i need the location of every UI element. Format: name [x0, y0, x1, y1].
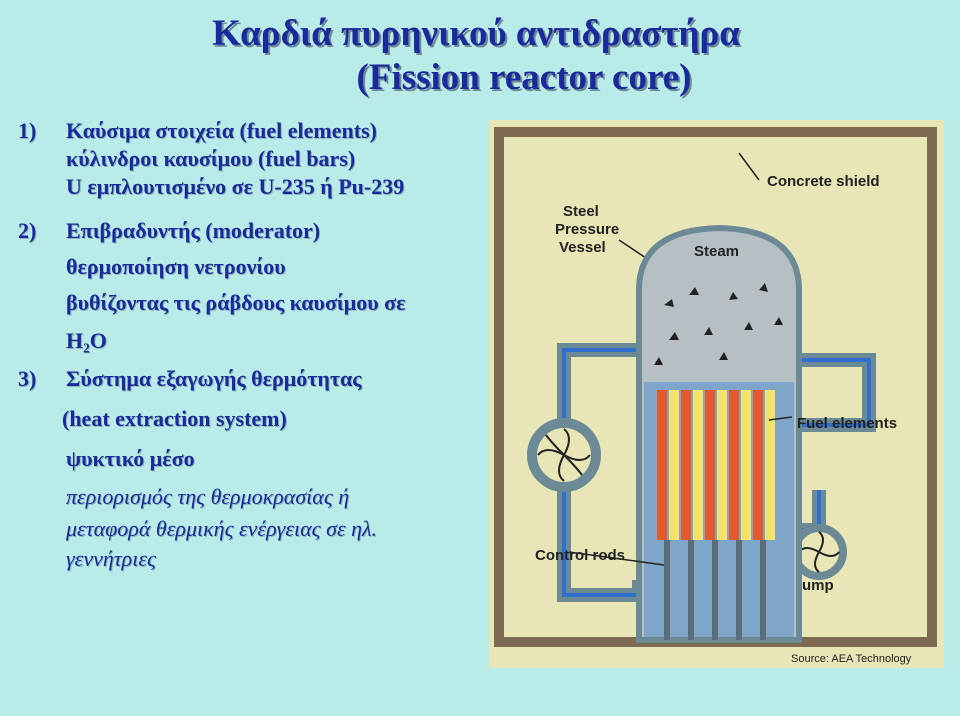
list-item-3-sub-1: (heat extraction system)	[62, 406, 287, 431]
vessel-label-3: Vessel	[559, 239, 606, 256]
list-item-2-sub-2: βυθίζοντας τις ράβδους καυσίμου σε	[66, 290, 406, 315]
list-item-3-sub-3: περιορισμός της θερμοκρασίας ή	[66, 484, 350, 509]
concrete-shield-label: Concrete shield	[767, 173, 880, 190]
coolant-flow	[562, 348, 871, 597]
list-item-1-sub-1: κύλινδροι καυσίμου (fuel bars)	[66, 146, 356, 171]
list-item-3-sub-2: ψυκτικό μέσο	[66, 446, 195, 471]
vessel-pointer	[618, 239, 650, 261]
list-item-2-sub-3: H₂O	[66, 328, 107, 353]
pump-label: Pump	[792, 577, 834, 594]
concrete-shield-pointer	[738, 152, 760, 181]
steam-arrows	[654, 283, 783, 365]
heat-exchanger-fan-blades	[537, 428, 591, 482]
list-item-2-sub-1: θερμοποίηση νετρονίου	[66, 254, 286, 279]
control-rods-pointer	[568, 551, 665, 566]
fuel-elements-pointer	[768, 416, 793, 421]
page-subtitle: (Fission reactor core)	[356, 57, 692, 98]
fuel-element-bundle	[657, 390, 775, 540]
list-number-3: 3)	[18, 366, 37, 391]
list-item-3-label: Σύστημα εξαγωγής θερμότητας	[66, 366, 362, 391]
list-item-3-sub-4: μεταφορά θερμικής ενέργειας σε ηλ.	[66, 516, 378, 541]
list-item-3-sub-5: γεννήτριες	[66, 546, 156, 571]
list-number-1: 1)	[18, 118, 37, 143]
reactor-diagram: Concrete shield Steel Pressure Vessel Pu…	[489, 120, 944, 668]
list-item-2: 2) Επιβραδυντής (moderator)	[18, 218, 320, 244]
control-rods	[664, 540, 766, 640]
steam-label: Steam	[694, 243, 739, 260]
vessel-label-2: Pressure	[555, 221, 619, 238]
list-item-1: 1) Καύσιμα στοιχεία (fuel elements)	[18, 118, 377, 144]
fuel-elements-label: Fuel elements	[797, 415, 897, 432]
list-item-1-sub-2: U εμπλουτισμένο σε U-235 ή Pu-239	[66, 174, 405, 199]
source-credit: Source: AEA Technology	[791, 653, 912, 665]
list-item-2-label: Επιβραδυντής (moderator)	[66, 218, 321, 243]
list-number-2: 2)	[18, 218, 37, 243]
control-rods-label: Control rods	[535, 547, 625, 564]
list-item-1-label: Καύσιμα στοιχεία (fuel elements)	[66, 118, 377, 143]
page-title: Καρδιά πυρηνικού αντιδραστήρα	[212, 13, 740, 54]
list-item-3: 3) Σύστημα εξαγωγής θερμότητας	[18, 366, 362, 392]
vessel-label-1: Steel	[563, 203, 599, 220]
